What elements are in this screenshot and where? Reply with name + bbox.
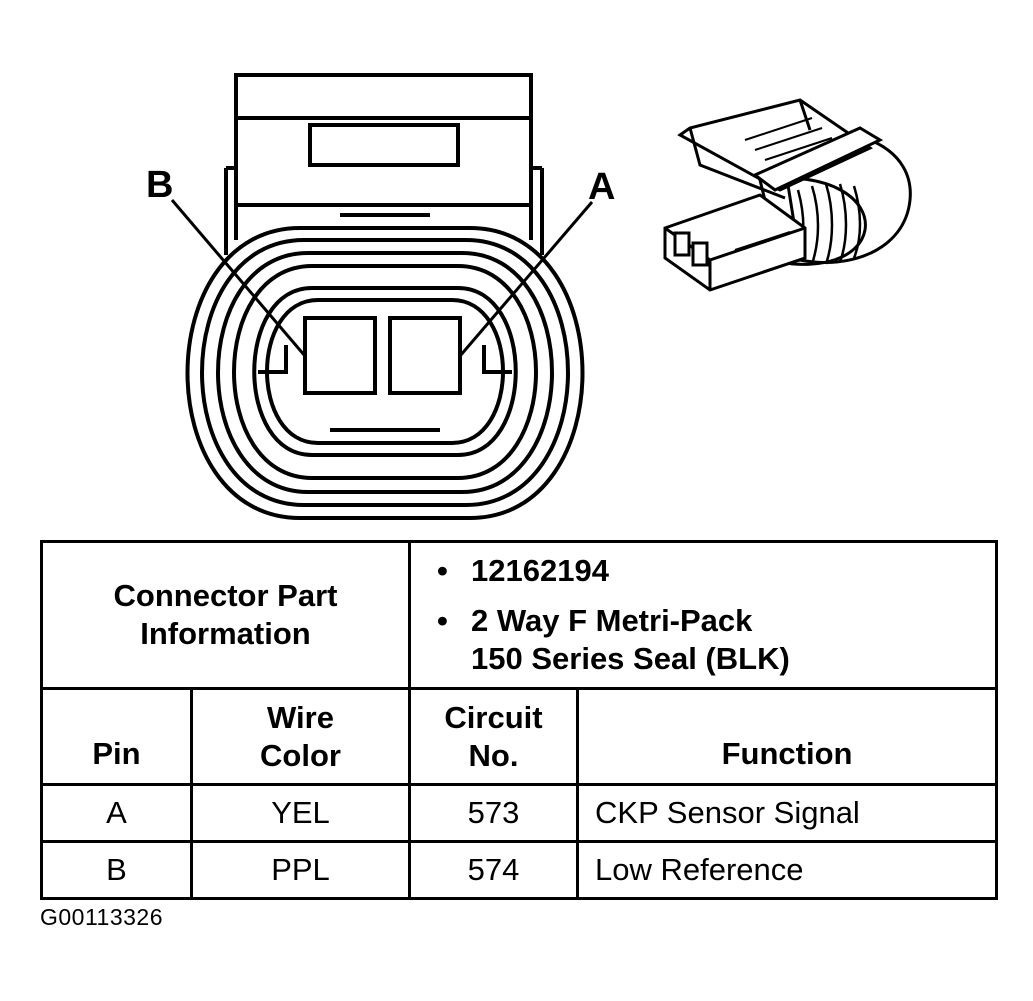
col-header-pin: Pin bbox=[40, 687, 193, 786]
circuit-cell: 574 bbox=[408, 840, 580, 900]
connector-3d-view bbox=[663, 98, 912, 292]
col-header-circuit: Circuit No. bbox=[408, 687, 580, 786]
pin-cell: A bbox=[40, 783, 193, 843]
table-row: A YEL 573 CKP Sensor Signal bbox=[40, 783, 999, 843]
pin-b-label: B bbox=[146, 164, 174, 206]
function-cell: CKP Sensor Signal bbox=[576, 783, 999, 843]
col-header-circuit-line1: Circuit bbox=[444, 699, 543, 735]
connector-part-label-cell: Connector Part Information bbox=[39, 540, 412, 690]
wire-color-cell: PPL bbox=[189, 840, 412, 900]
connector-diagram bbox=[170, 73, 912, 520]
col-header-function-text: Function bbox=[721, 736, 853, 771]
col-header-wire-color: Wire Color bbox=[189, 687, 412, 786]
column-header-row: Pin Wire Color Circuit No. Function bbox=[40, 687, 999, 786]
circuit-cell: 573 bbox=[408, 783, 580, 843]
col-header-pin-text: Pin bbox=[92, 736, 141, 771]
connector-part-row: Connector Part Information • 12162194 • … bbox=[39, 540, 999, 690]
part-description-item: • 2 Way F Metri-Pack bbox=[437, 602, 995, 640]
pin-a-label: A bbox=[588, 166, 616, 208]
function-cell: Low Reference bbox=[576, 840, 999, 900]
connector-face-view bbox=[185, 73, 585, 520]
figure-id-caption: G00113326 bbox=[40, 904, 164, 930]
pin-leader-lines bbox=[170, 199, 594, 357]
part-description-line2: 150 Series Seal (BLK) bbox=[471, 641, 790, 676]
col-header-circuit-line2: No. bbox=[468, 737, 519, 773]
connector-info-table: Connector Part Information • 12162194 • … bbox=[39, 540, 999, 900]
part-description-line1: 2 Way F Metri-Pack bbox=[471, 603, 753, 638]
connector-part-info-cell: • 12162194 • 2 Way F Metri-Pack 150 Seri… bbox=[408, 540, 999, 690]
col-header-wire-line2: Color bbox=[260, 737, 341, 773]
pin-cell: B bbox=[40, 840, 193, 900]
wire-color-cell: YEL bbox=[189, 783, 412, 843]
col-header-wire-line1: Wire bbox=[267, 699, 334, 735]
connector-part-label-line2: Information bbox=[140, 616, 311, 651]
bullet-1: • bbox=[437, 553, 448, 588]
part-number: 12162194 bbox=[471, 553, 609, 588]
col-header-function: Function bbox=[576, 687, 999, 786]
connector-part-label-line1: Connector Part bbox=[113, 578, 338, 613]
bullet-2: • bbox=[437, 603, 448, 638]
part-number-item: • 12162194 bbox=[437, 552, 995, 590]
table-row: B PPL 574 Low Reference bbox=[40, 840, 999, 900]
